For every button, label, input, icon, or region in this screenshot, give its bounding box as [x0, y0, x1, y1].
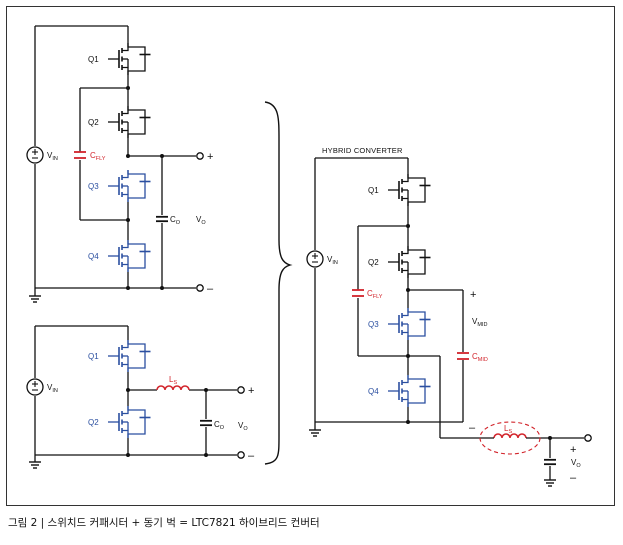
- vin-label: VIN: [327, 255, 338, 266]
- ls-label: LS: [504, 424, 512, 435]
- cfly-label: CFLY: [90, 151, 106, 162]
- q2-label: Q2: [368, 258, 379, 267]
- vin-label: VIN: [47, 151, 58, 162]
- minus-terminal: –: [248, 450, 255, 462]
- co-label: CO: [214, 420, 225, 431]
- plus-terminal: +: [207, 151, 213, 163]
- vin-label: VIN: [47, 383, 58, 394]
- vmid-plus: +: [470, 289, 476, 301]
- figure-caption: 그림 2 | 스위치드 커패시터 + 동기 벅 = LTC7821 하이브리드 …: [8, 517, 320, 529]
- output-plus: +: [570, 444, 576, 456]
- cfly-label: CFLY: [367, 289, 383, 300]
- hybrid-converter-circuit: HYBRID CONVERTER: [306, 146, 592, 487]
- minus-terminal: –: [207, 283, 214, 295]
- vo-label: VO: [238, 421, 248, 432]
- ls-label: LS: [169, 375, 177, 386]
- q4-label: Q4: [88, 252, 99, 261]
- q2-label: Q2: [88, 118, 99, 127]
- vo-label: VO: [196, 215, 206, 226]
- q4-label: Q4: [368, 387, 379, 396]
- bottom-left-circuit: Q1 Q2 VIN LS CO VO + –: [26, 325, 255, 469]
- hybrid-title: HYBRID CONVERTER: [322, 146, 403, 155]
- vmid-label: VMID: [472, 317, 487, 328]
- vo-label: VO: [571, 458, 581, 469]
- converter-diagram: .k{stroke:#111;fill:none;} .k .fill{fill…: [26, 25, 592, 487]
- q1-label: Q1: [88, 55, 99, 64]
- q2-label: Q2: [88, 418, 99, 427]
- q3-label: Q3: [88, 182, 99, 191]
- inductor-highlight: [479, 421, 541, 455]
- cmid-label: CMID: [472, 352, 488, 363]
- vmid-minus: –: [469, 422, 476, 434]
- figure-frame: [6, 6, 615, 506]
- top-left-circuit: Q1 Q2 Q3 Q4 VIN CFLY CO VO + –: [26, 25, 214, 303]
- co-label: CO: [170, 215, 181, 226]
- q1-label: Q1: [88, 352, 99, 361]
- q1-label: Q1: [368, 186, 379, 195]
- curly-brace: [264, 101, 293, 465]
- output-minus: –: [570, 472, 577, 484]
- q3-label: Q3: [368, 320, 379, 329]
- plus-terminal: +: [248, 385, 254, 397]
